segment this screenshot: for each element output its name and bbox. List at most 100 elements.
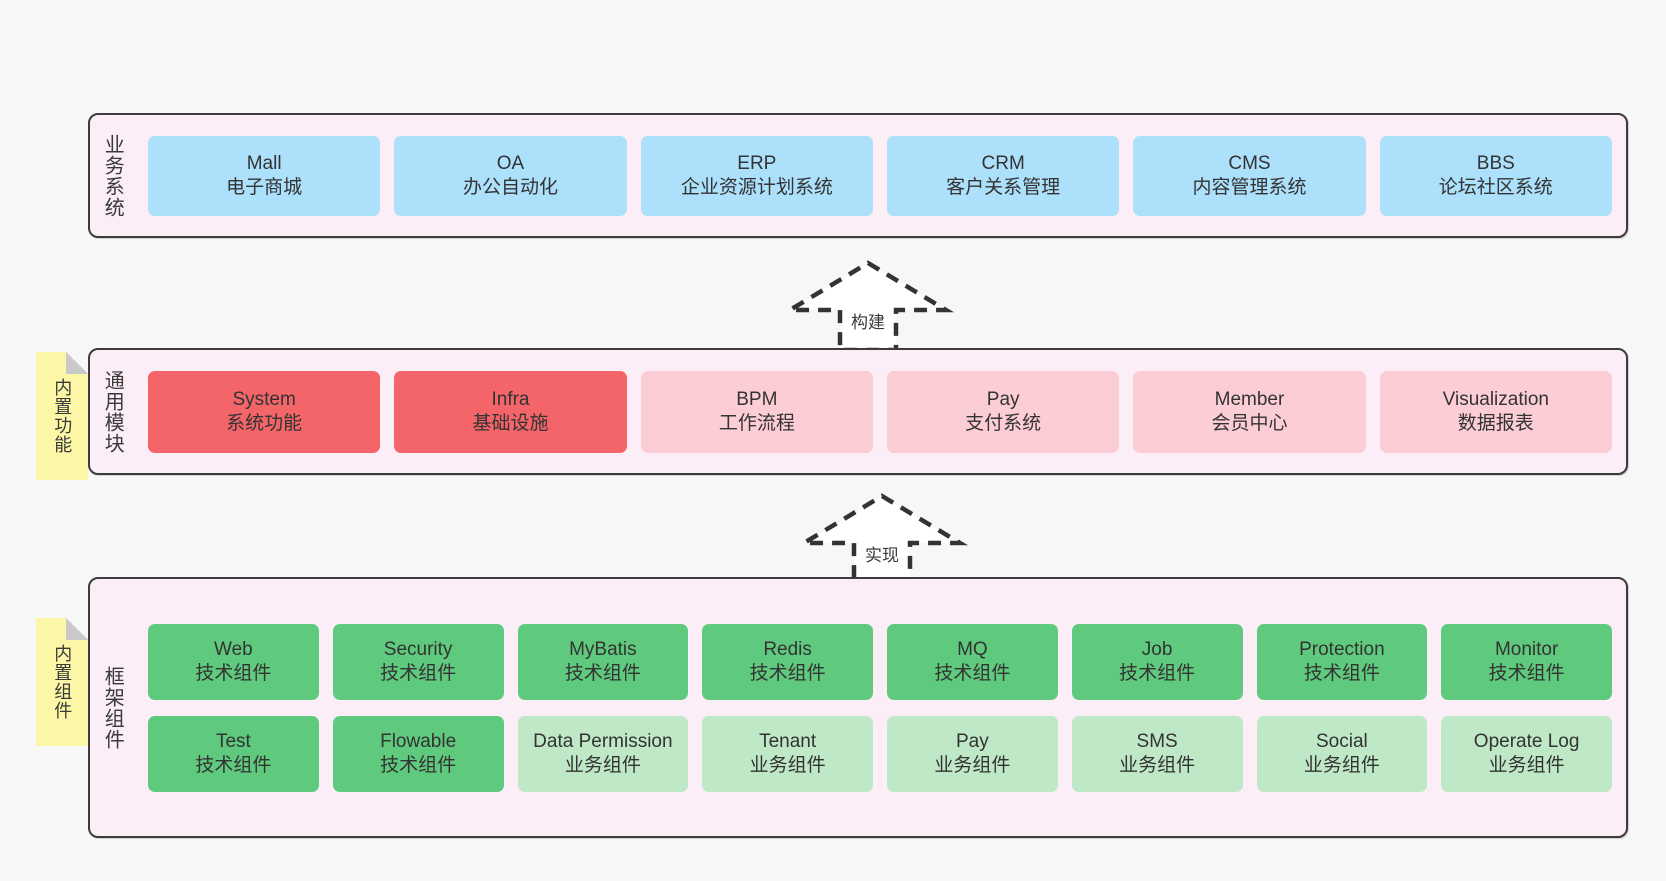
card-title-cn: 技术组件 [1303,662,1380,684]
card-title-cn: 技术组件 [564,662,641,684]
card-title-en: CMS [1228,153,1271,175]
card-title-en: Data Permission [533,731,673,753]
card-title-en: MyBatis [569,639,637,661]
card-title-en: Infra [491,389,530,411]
card-pay-module[interactable]: Pay 支付系统 [886,370,1120,453]
card-job[interactable]: Job 技术组件 [1071,623,1243,700]
card-oa[interactable]: OA 办公自动化 [394,135,627,216]
card-title-cn: 企业资源计划系统 [680,176,833,198]
card-title-cn: 数据报表 [1457,412,1534,434]
card-visualization[interactable]: Visualization 数据报表 [1379,370,1612,453]
card-title-cn: 支付系统 [965,412,1042,434]
framework-tech-row: Web 技术组件 Security 技术组件 MyBatis 技术组件 Redi… [148,623,1612,700]
sticky-note-builtin-components: 内置组件 [36,618,88,746]
card-title-en: Tenant [759,731,817,753]
card-protection[interactable]: Protection 技术组件 [1256,623,1428,700]
card-title-cn: 技术组件 [1119,662,1196,684]
card-title-en: Test [215,731,251,753]
card-title-en: Member [1214,389,1285,411]
card-title-cn: 技术组件 [195,662,272,684]
layer-common-module: 通用模块 System 系统功能 Infra 基础设施 BPM 工作流程 Pay [88,348,1628,475]
card-system[interactable]: System 系统功能 [148,370,381,453]
business-card-row: Mall 电子商城 OA 办公自动化 ERP 企业资源计划系统 CRM 客户关系… [148,135,1612,216]
layer-body-business: Mall 电子商城 OA 办公自动化 ERP 企业资源计划系统 CRM 客户关系… [134,115,1626,236]
card-sms[interactable]: SMS 业务组件 [1071,715,1243,792]
card-data-permission[interactable]: Data Permission 业务组件 [517,715,689,792]
arrow-implement: 实现 [782,488,982,588]
card-title-cn: 业务组件 [934,754,1011,776]
card-security[interactable]: Security 技术组件 [332,623,504,700]
card-operate-log[interactable]: Operate Log 业务组件 [1441,715,1612,792]
card-title-en: Job [1141,639,1173,661]
card-title-cn: 技术组件 [749,662,826,684]
card-title-cn: 论坛社区系统 [1438,176,1553,198]
card-title-en: BBS [1476,153,1515,175]
card-title-en: Visualization [1442,389,1549,411]
up-arrow-dashed-icon [795,493,969,586]
card-title-en: Redis [763,639,812,661]
card-title-cn: 电子商城 [226,176,303,198]
card-title-cn: 技术组件 [1488,662,1565,684]
card-title-en: BPM [736,389,778,411]
card-title-en: Security [383,639,453,661]
card-title-en: Flowable [380,731,457,753]
layer-business-system: 业务系统 Mall 电子商城 OA 办公自动化 ERP 企业资源计划系统 CRM [88,113,1628,238]
card-mybatis[interactable]: MyBatis 技术组件 [517,623,689,700]
card-title-en: Mall [246,153,282,175]
card-title-cn: 办公自动化 [462,176,558,198]
card-cms[interactable]: CMS 内容管理系统 [1133,135,1366,216]
card-title-cn: 客户关系管理 [946,176,1061,198]
framework-business-row: Test 技术组件 Flowable 技术组件 Data Permission … [148,715,1612,792]
card-title-en: MQ [957,639,988,661]
card-title-cn: 业务组件 [749,754,826,776]
card-mq[interactable]: MQ 技术组件 [887,623,1058,700]
card-title-cn: 会员中心 [1211,412,1288,434]
card-crm[interactable]: CRM 客户关系管理 [886,135,1120,216]
card-title-cn: 技术组件 [934,662,1011,684]
card-title-cn: 技术组件 [195,754,272,776]
card-title-cn: 技术组件 [380,662,457,684]
card-title-en: Operate Log [1473,731,1580,753]
card-flowable[interactable]: Flowable 技术组件 [332,715,504,792]
card-title-cn: 工作流程 [718,412,795,434]
card-title-en: System [232,389,296,411]
layer-title-common: 通用模块 [101,369,124,454]
layer-framework-component: 框架组件 Web 技术组件 Security 技术组件 MyBatis 技术组件… [88,577,1628,838]
layer-title-framework: 框架组件 [101,665,124,750]
card-test[interactable]: Test 技术组件 [148,715,319,792]
card-title-en: SMS [1136,731,1178,753]
card-web[interactable]: Web 技术组件 [148,623,319,700]
card-erp[interactable]: ERP 企业资源计划系统 [640,135,873,216]
card-redis[interactable]: Redis 技术组件 [702,623,873,700]
card-title-en: Pay [956,731,989,753]
card-title-cn: 业务组件 [1488,754,1565,776]
sticky-note-label: 内置功能 [52,378,73,454]
card-bbs[interactable]: BBS 论坛社区系统 [1379,135,1612,216]
card-title-cn: 系统功能 [226,412,303,434]
card-title-cn: 内容管理系统 [1192,176,1307,198]
card-pay-component[interactable]: Pay 业务组件 [887,715,1058,792]
card-member[interactable]: Member 会员中心 [1133,370,1366,453]
up-arrow-dashed-icon [781,260,955,353]
card-title-en: Monitor [1494,639,1559,661]
card-title-en: Web [214,639,253,661]
card-bpm[interactable]: BPM 工作流程 [640,370,873,453]
card-mall[interactable]: Mall 电子商城 [148,135,381,216]
card-infra[interactable]: Infra 基础设施 [394,370,627,453]
card-title-cn: 技术组件 [380,754,457,776]
card-title-en: Protection [1299,639,1385,661]
card-social[interactable]: Social 业务组件 [1256,715,1428,792]
card-title-en: CRM [981,153,1025,175]
sticky-note-builtin-features: 内置功能 [36,352,88,480]
card-monitor[interactable]: Monitor 技术组件 [1441,623,1612,700]
layer-title-business: 业务系统 [101,133,124,218]
layer-body-framework: Web 技术组件 Security 技术组件 MyBatis 技术组件 Redi… [134,579,1626,836]
arrow-build: 构建 [768,255,968,355]
card-title-en: ERP [737,153,777,175]
card-title-en: OA [496,153,525,175]
common-card-row: System 系统功能 Infra 基础设施 BPM 工作流程 Pay 支付系统… [148,370,1612,453]
sticky-note-label: 内置组件 [52,644,73,720]
card-tenant[interactable]: Tenant 业务组件 [702,715,873,792]
card-title-cn: 业务组件 [1119,754,1196,776]
